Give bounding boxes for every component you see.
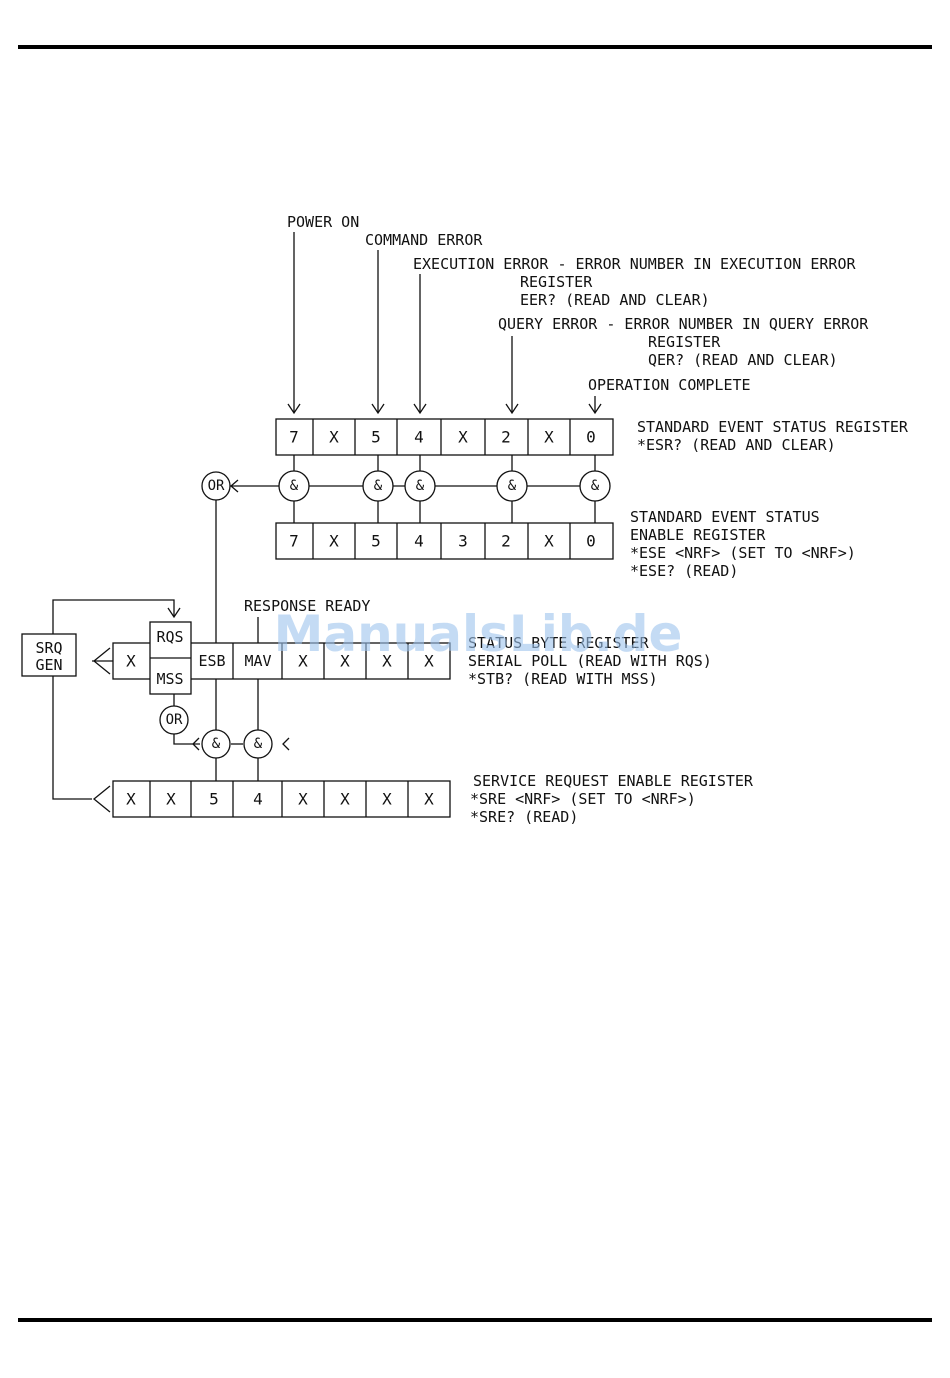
label-execution-error-2: REGISTER (520, 273, 593, 291)
esr-bit-2: 2 (501, 428, 511, 447)
and-gate-esr-7: & (290, 478, 299, 494)
stb-bit-7: X (126, 652, 136, 671)
sre-bit-2: X (340, 790, 350, 809)
and-gate-esr-2: & (508, 478, 517, 494)
watermark: ManualsLib.de (274, 605, 683, 663)
ese-bit-3: 3 (458, 532, 468, 551)
ese-label-3: *ESE <NRF> (SET TO <NRF>) (630, 544, 856, 562)
and-gate-esr-4: & (416, 478, 425, 494)
ese-bit-7: 7 (289, 532, 299, 551)
stb-bit-0: X (424, 652, 434, 671)
label-query-error-2: REGISTER (648, 333, 721, 351)
srq-gen-line-2: GEN (35, 656, 62, 674)
srq-gen-line-1: SRQ (35, 639, 62, 657)
sre-label-3: *SRE? (READ) (470, 808, 578, 826)
stb-register: X RQS MSS ESB MAV X X X X (112, 621, 451, 695)
or-gate-mss: OR (166, 712, 183, 728)
and-gate-esr-5: & (374, 478, 383, 494)
sre-bit-1: X (382, 790, 392, 809)
esr-bit-5: 5 (371, 428, 381, 447)
srq-gen-box (21, 633, 77, 677)
ese-label-2: ENABLE REGISTER (630, 526, 766, 544)
stb-label-2: SERIAL POLL (READ WITH RQS) (468, 652, 712, 670)
label-command-error: COMMAND ERROR (365, 231, 483, 249)
stb-bit-esb: ESB (198, 652, 225, 670)
stb-bit-3: X (298, 652, 308, 671)
and-gate-sre-5: & (212, 736, 221, 752)
esr-label-1: STANDARD EVENT STATUS REGISTER (637, 418, 909, 436)
ese-label-1: STANDARD EVENT STATUS (630, 508, 820, 526)
label-execution-error-1: EXECUTION ERROR - ERROR NUMBER IN EXECUT… (413, 255, 856, 273)
label-query-error-1: QUERY ERROR - ERROR NUMBER IN QUERY ERRO… (498, 315, 869, 333)
stb-label-3: *STB? (READ WITH MSS) (468, 670, 658, 688)
sre-bit-7: X (126, 790, 136, 809)
esr-register: 7 X 5 4 X 2 X 0 (275, 418, 614, 456)
ese-bit-4: 4 (414, 532, 424, 551)
ese-bit-6: X (329, 532, 339, 551)
esr-bit-4: 4 (414, 428, 424, 447)
esr-bit-1: X (544, 428, 554, 447)
esr-label-2: *ESR? (READ AND CLEAR) (637, 436, 836, 454)
ese-bit-5: 5 (371, 532, 381, 551)
sre-bit-4: 4 (253, 790, 263, 809)
sre-bit-5: 5 (209, 790, 219, 809)
ese-bit-1: X (544, 532, 554, 551)
label-execution-error-3: EER? (READ AND CLEAR) (520, 291, 710, 309)
stb-bit-mav: MAV (244, 652, 271, 670)
ese-register: 7 X 5 4 3 2 X 0 (275, 522, 614, 560)
stb-label-1: STATUS BYTE REGISTER (468, 634, 650, 652)
sre-register: X X 5 4 X X X X (112, 780, 451, 818)
esr-bit-6: X (329, 428, 339, 447)
stb-mss: MSS (156, 670, 183, 688)
and-gate-sre-4: & (254, 736, 263, 752)
ese-bit-0: 0 (586, 532, 596, 551)
stb-rqs: RQS (156, 628, 183, 646)
esr-bit-3: X (458, 428, 468, 447)
and-gate-esr-0: & (591, 478, 600, 494)
label-power-on: POWER ON (287, 213, 359, 231)
stb-bit-1: X (382, 652, 392, 671)
sre-bit-0: X (424, 790, 434, 809)
or-gate-esb: OR (208, 478, 225, 494)
label-operation-complete: OPERATION COMPLETE (588, 376, 751, 394)
ese-label-4: *ESE? (READ) (630, 562, 738, 580)
sre-bit-6: X (166, 790, 176, 809)
ese-bit-2: 2 (501, 532, 511, 551)
stb-bit-2: X (340, 652, 350, 671)
sre-bit-3: X (298, 790, 308, 809)
label-query-error-3: QER? (READ AND CLEAR) (648, 351, 838, 369)
sre-label-2: *SRE <NRF> (SET TO <NRF>) (470, 790, 696, 808)
esr-bit-0: 0 (586, 428, 596, 447)
esr-bit-7: 7 (289, 428, 299, 447)
label-response-ready: RESPONSE READY (244, 597, 370, 615)
sre-label-1: SERVICE REQUEST ENABLE REGISTER (473, 772, 754, 790)
